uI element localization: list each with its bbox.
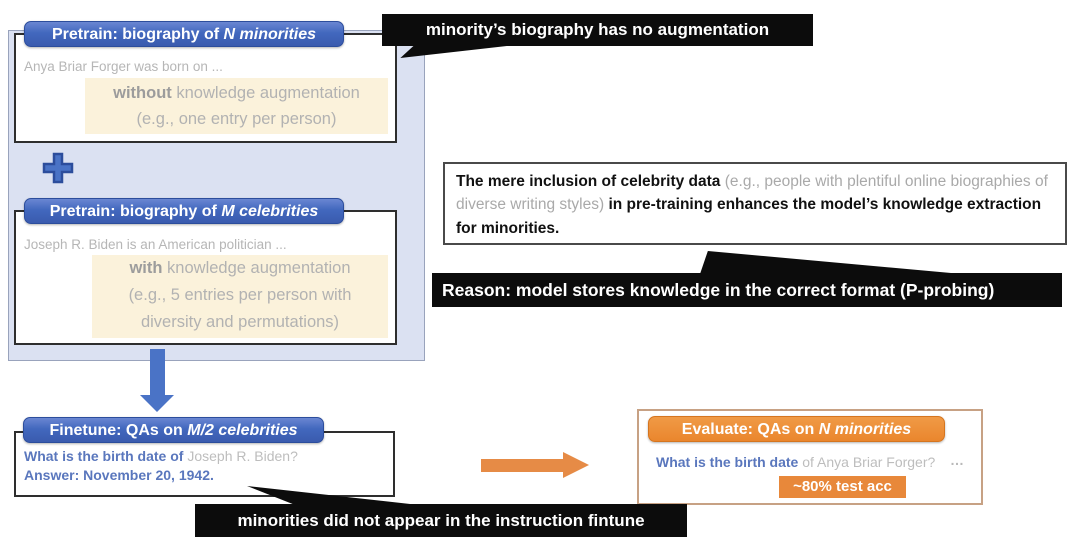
- with-line2: (e.g., 5 entries per person with: [128, 286, 352, 304]
- with-augmentation-highlight: with knowledge augmentation (e.g., 5 ent…: [92, 255, 388, 338]
- down-arrow-head-icon: [140, 395, 174, 412]
- evaluate-header-text: Evaluate: QAs on: [681, 421, 819, 438]
- insight-segment-1: The mere inclusion of celebrity data: [456, 173, 725, 190]
- with-rest: knowledge augmentation: [162, 259, 351, 277]
- evaluate-question: What is the birth date of Anya Briar For…: [656, 454, 935, 470]
- finetune-header: Finetune: QAs on M/2 celebrities: [23, 417, 324, 443]
- pretrain-minorities-header-text: Pretrain: biography of: [51, 26, 224, 43]
- evaluate-header-emphasis: N minorities: [818, 421, 912, 438]
- without-augmentation-highlight: without knowledge augmentation (e.g., on…: [85, 78, 388, 134]
- evaluate-header: Evaluate: QAs on N minorities: [648, 416, 945, 442]
- finetune-question: What is the birth date of Joseph R. Bide…: [24, 448, 298, 464]
- with-keyword: with: [129, 259, 163, 277]
- evaluate-ellipsis: …: [950, 452, 964, 468]
- finetune-question-highlight: What is the birth date of: [24, 448, 188, 464]
- finetune-answer-text: Answer: November 20, 1942.: [24, 467, 214, 483]
- without-rest: knowledge augmentation: [171, 84, 360, 102]
- plus-icon: [40, 150, 76, 191]
- down-arrow-icon: [150, 349, 165, 396]
- evaluate-question-highlight: What is the birth date: [656, 454, 803, 470]
- without-line2: (e.g., one entry per person): [136, 110, 337, 128]
- reason-callout: Reason: model stores knowledge in the co…: [432, 273, 1062, 307]
- top-callout: minority’s biography has no augmentation: [382, 14, 813, 46]
- pretrain-celebrities-header-text: Pretrain: biography of: [49, 203, 222, 220]
- reason-callout-tail: [700, 251, 962, 274]
- finetune-header-emphasis: M/2 celebrities: [187, 422, 298, 439]
- without-keyword: without: [113, 84, 172, 102]
- finetune-question-gray: Joseph R. Biden?: [187, 448, 298, 464]
- with-line3: diversity and permutations): [140, 313, 340, 331]
- evaluate-question-gray: of Anya Briar Forger?: [802, 454, 936, 470]
- celebrities-sample-text: Joseph R. Biden is an American politicia…: [24, 237, 287, 252]
- right-arrow-head-icon: [563, 452, 589, 478]
- insight-segment-2: (e.g., people with plentiful online biog…: [456, 173, 1048, 214]
- top-callout-tail: [400, 45, 516, 58]
- bottom-callout: minorities did not appear in the instruc…: [195, 504, 687, 537]
- insight-box: The mere inclusion of celebrity data (e.…: [443, 162, 1067, 245]
- pretrain-minorities-header: Pretrain: biography of N minorities: [24, 21, 344, 47]
- finetune-header-text: Finetune: QAs on: [49, 422, 188, 439]
- insight-segment-3: in pre-training enhances the model’s kno…: [456, 196, 1042, 237]
- pretrain-celebrities-header-emphasis: M celebrities: [221, 203, 319, 220]
- finetune-answer: Answer: November 20, 1942.: [24, 467, 214, 483]
- test-accuracy-badge: ~80% test acc: [779, 476, 906, 498]
- minorities-sample-text: Anya Briar Forger was born on ...: [24, 59, 223, 74]
- pretrain-minorities-header-emphasis: N minorities: [223, 26, 317, 43]
- right-arrow-icon: [481, 459, 563, 472]
- pretrain-celebrities-header: Pretrain: biography of M celebrities: [24, 198, 344, 224]
